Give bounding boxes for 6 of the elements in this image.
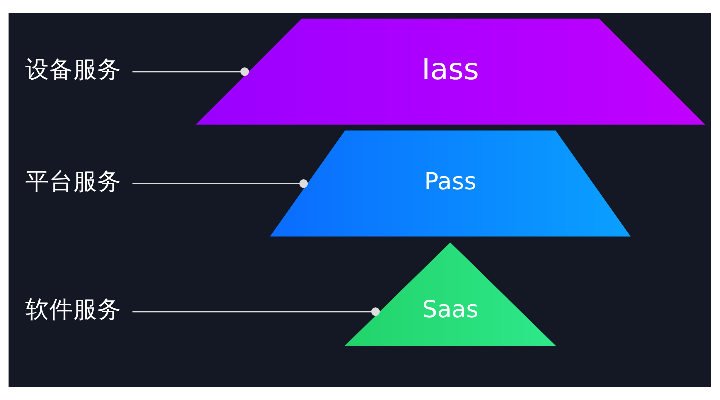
node-text: 软件服务	[26, 296, 122, 324]
connector	[132, 308, 380, 316]
node-text: 平台服务	[26, 167, 122, 196]
connector	[132, 68, 250, 76]
connector	[132, 180, 308, 188]
node-text: 设备服务	[26, 55, 122, 84]
